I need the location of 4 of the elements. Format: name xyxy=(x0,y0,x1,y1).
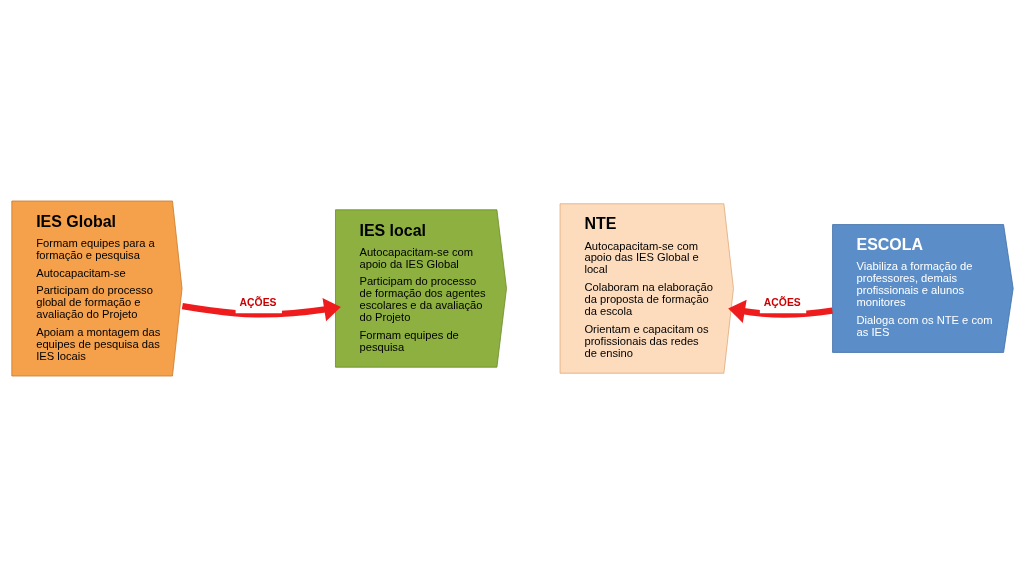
edge-label: AÇÕES xyxy=(763,296,801,308)
edge-label: AÇÕES xyxy=(239,296,277,308)
arrow xyxy=(181,297,341,321)
arrow xyxy=(728,299,833,323)
